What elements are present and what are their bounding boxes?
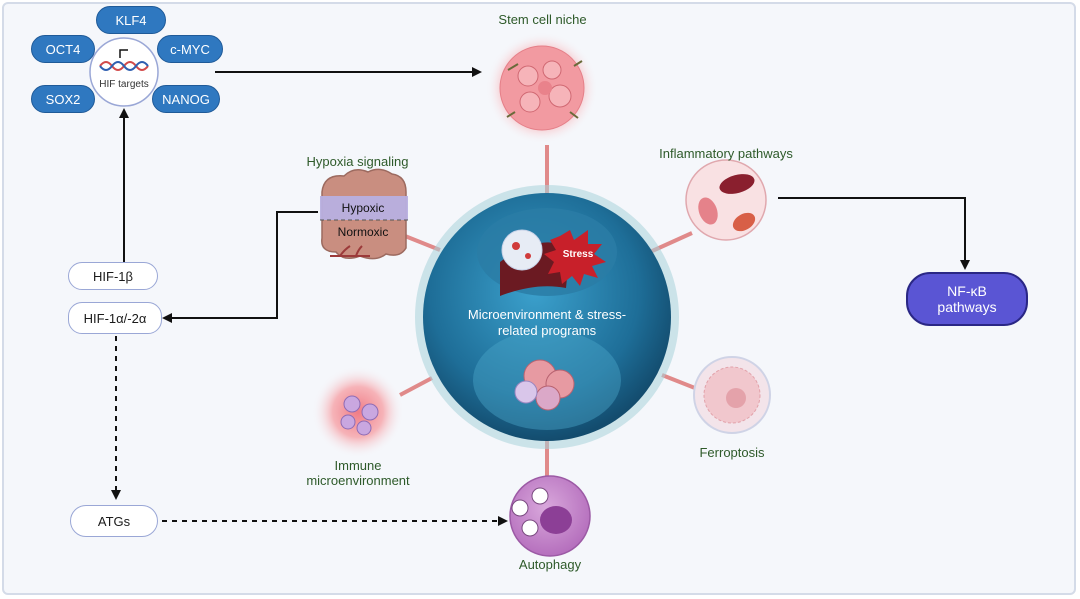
inflammatory-pathways-label: Inflammatory pathways (659, 146, 793, 161)
immune-label-line1: Immune (334, 458, 382, 473)
tf-nanog: NANOG (152, 85, 220, 113)
immune-label-line2: microenvironment (306, 473, 410, 488)
hypoxia-tissue-illustration (320, 168, 408, 260)
autophagy-label: Autophagy (518, 557, 582, 572)
inflammatory-illustration (685, 159, 767, 241)
immune-illustration (312, 366, 404, 458)
hif1b-node: HIF-1β (68, 262, 158, 290)
hif-targets-label: HIF targets (99, 79, 149, 90)
stem-cell-niche-label: Stem cell niche (498, 12, 587, 27)
immune-microenvironment-label: Immune microenvironment (296, 458, 420, 488)
center-title-line1: Microenvironment & stress- (467, 307, 627, 322)
nfkb-line1: NF-κB (947, 283, 987, 299)
tf-sox2: SOX2 (31, 85, 95, 113)
arrow-inflammatory-to-nfkb (778, 197, 970, 270)
atgs-node: ATGs (70, 505, 158, 537)
center-title-line2: related programs (497, 323, 597, 338)
tf-oct4: OCT4 (31, 35, 95, 63)
stress-label: Stress (562, 249, 594, 260)
hif-targets-hub (89, 37, 159, 107)
stem-cell-niche-illustration (486, 32, 598, 144)
nfkb-line2: pathways (937, 299, 997, 315)
autophagy-illustration (509, 475, 591, 557)
spoke-immune (399, 376, 433, 397)
nfkb-pathways-node: NF-κB pathways (906, 272, 1028, 326)
hypoxia-signaling-label: Hypoxia signaling (306, 154, 409, 169)
arrow-hypoxia-to-hif1a (162, 211, 318, 323)
hif1a-node: HIF-1α/-2α (68, 302, 162, 334)
tf-cmyc: c-MYC (157, 35, 223, 63)
central-hub (415, 185, 679, 449)
ferroptosis-illustration (693, 356, 771, 434)
hypoxic-label: Hypoxic (341, 201, 385, 215)
spoke-ferroptosis (661, 373, 701, 392)
ferroptosis-label: Ferroptosis (699, 445, 765, 460)
arrows (111, 67, 970, 526)
tf-klf4: KLF4 (96, 6, 166, 34)
center-title: Microenvironment & stress- related progr… (452, 307, 642, 339)
normoxic-label: Normoxic (337, 225, 389, 239)
